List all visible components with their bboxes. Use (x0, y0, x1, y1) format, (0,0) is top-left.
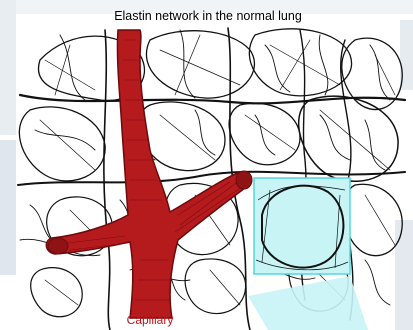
diagram-title: Elastin network in the normal lung (114, 9, 302, 23)
capillary-left-end (48, 238, 68, 254)
left-bottom-panel (0, 140, 16, 275)
right-bottom-panel (395, 220, 413, 330)
zoom-projection (248, 276, 368, 330)
capillary-right-end (236, 171, 252, 189)
highlighted-alveolus (248, 178, 368, 330)
capillary-label: Capillary (127, 313, 174, 327)
left-top-panel (0, 0, 16, 135)
